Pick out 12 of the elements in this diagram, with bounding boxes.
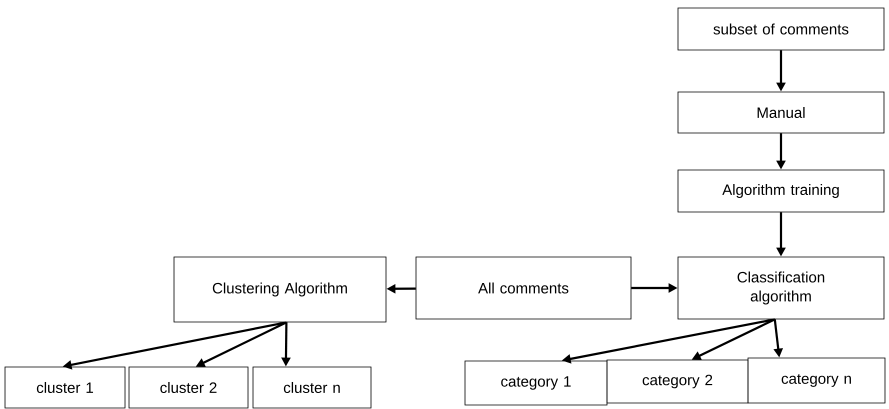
process-box: subset of comments xyxy=(678,8,884,50)
process-box: category 1 xyxy=(464,360,608,406)
process-box: Clustering Algorithm xyxy=(174,256,386,322)
process-box: category 2 xyxy=(606,360,748,404)
process-box: Classification algorithm xyxy=(678,256,884,320)
process-box: cluster 1 xyxy=(4,366,126,408)
process-box: cluster n xyxy=(252,366,372,408)
process-box: All comments xyxy=(416,256,632,320)
process-box: cluster 2 xyxy=(128,366,248,408)
process-box: Algorithm training xyxy=(678,170,884,212)
process-box: Manual xyxy=(678,92,884,134)
process-box: category n xyxy=(748,358,886,404)
